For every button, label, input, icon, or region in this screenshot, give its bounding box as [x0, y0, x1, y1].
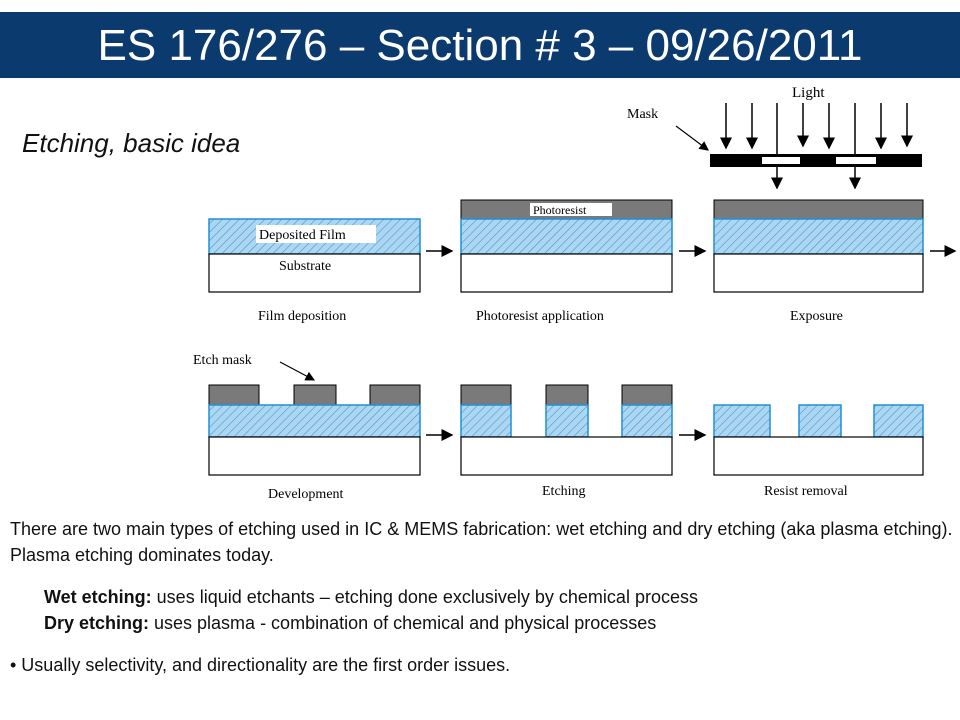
step-label-photoresist-application: Photoresist application [476, 309, 604, 324]
stage-development [208, 384, 421, 476]
step-label-development: Development [268, 487, 344, 502]
step-label-film-deposition: Film deposition [258, 309, 346, 324]
photomask [710, 154, 922, 167]
mask-label: Mask [627, 107, 658, 122]
deposited-film-label: Deposited Film [259, 228, 346, 243]
slide-title: ES 176/276 – Section # 3 – 09/26/2011 [97, 21, 863, 70]
stage-photoresist-application: Photoresist [460, 199, 673, 293]
etch-mask-label: Etch mask [193, 353, 252, 368]
title-bar [0, 12, 960, 78]
dry-etching-desc: uses plasma - combination of chemical an… [149, 613, 657, 633]
etching-process-diagram: Light Mask Deposited Film Substrate Phot… [193, 85, 957, 502]
light-label: Light [792, 85, 825, 101]
bullet-point: • Usually selectivity, and directionalit… [10, 655, 511, 675]
body-text: There are two main types of etching used… [10, 516, 955, 678]
wet-etching-line: Wet etching: uses liquid etchants – etch… [10, 584, 955, 610]
stage-film-deposition: Deposited Film Substrate [208, 218, 421, 293]
step-label-etching: Etching [542, 484, 586, 499]
step-label-exposure: Exposure [790, 309, 843, 324]
dry-etching-line: Dry etching: uses plasma - combination o… [10, 610, 955, 636]
stage-resist-removal [713, 404, 924, 476]
wet-etching-desc: uses liquid etchants – etching done excl… [151, 587, 698, 607]
slide-subtitle: Etching, basic idea [22, 128, 241, 158]
light-arrows [720, 103, 913, 190]
step-label-resist-removal: Resist removal [764, 484, 848, 499]
intro-paragraph: There are two main types of etching used… [10, 519, 953, 565]
wet-etching-term: Wet etching: [44, 587, 152, 607]
photoresist-label: Photoresist [533, 203, 587, 217]
stage-etching [460, 384, 673, 476]
stage-exposure [713, 199, 924, 293]
substrate-label: Substrate [279, 259, 331, 274]
dry-etching-term: Dry etching: [44, 613, 150, 633]
